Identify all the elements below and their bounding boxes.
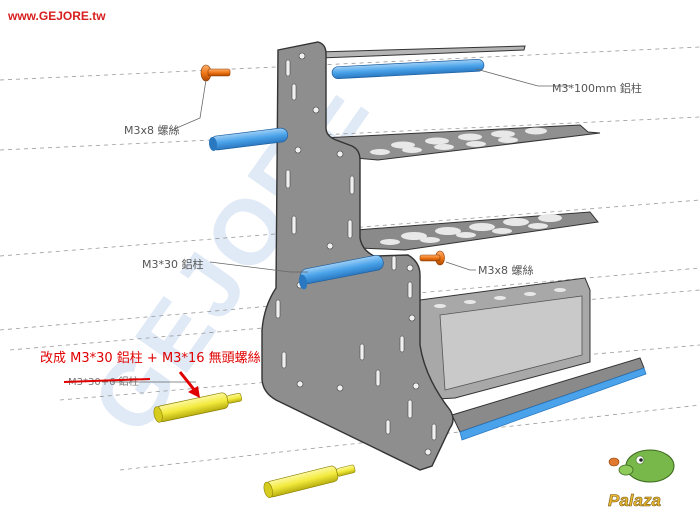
standoff-yellow-lower: [263, 464, 356, 499]
standoff-m3x100: [331, 58, 485, 80]
bottom-front-lip: [451, 357, 647, 441]
label-change-note: 改成 M3*30 鋁柱 + M3*16 無頭螺絲: [40, 351, 261, 366]
top-shelf-rail: [317, 45, 526, 59]
standoff-m3x30: [298, 254, 384, 290]
label-m3x8-screw-right: M3x8 螺絲: [478, 263, 534, 277]
screw-m3x8-top: [200, 64, 231, 82]
lower-tray: [328, 211, 599, 251]
site-name: www.GEJORE.tw: [7, 9, 106, 23]
label-m3x30-standoff: M3*30 鋁柱: [142, 257, 203, 271]
label-m3x100-standoff: M3*100mm 鋁柱: [552, 81, 642, 95]
standoff-yellow-upper: [153, 392, 243, 423]
palaza-logo: Palaza: [608, 449, 675, 510]
leader-lines: [112, 68, 570, 383]
bottom-box-tray: [419, 277, 591, 401]
screw-m3x8-right: [419, 250, 445, 266]
logo-text: Palaza: [608, 491, 661, 510]
standoff-left-upper: [208, 127, 289, 151]
side-panel: [261, 41, 454, 471]
red-arrow-icon: [178, 371, 200, 398]
strike-line: [63, 378, 151, 383]
upper-tray: [320, 124, 601, 161]
label-m3x8-screw-top: M3x8 螺絲: [124, 123, 180, 137]
